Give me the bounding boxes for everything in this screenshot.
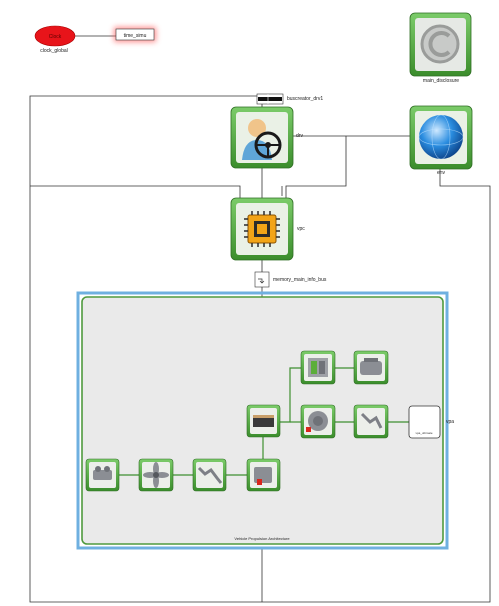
- clock-label: clock_global: [40, 48, 68, 54]
- main-disclosure-block[interactable]: [409, 12, 472, 77]
- engine-icon: [254, 467, 272, 485]
- component-crankshaft[interactable]: [192, 458, 227, 492]
- component-converter[interactable]: [300, 350, 336, 385]
- globe-icon: [418, 114, 464, 160]
- motor-icon: [360, 358, 382, 375]
- time-simu-block[interactable]: time_simu: [114, 27, 156, 42]
- component-battery[interactable]: [246, 404, 281, 438]
- subsystem-internal-lines: [119, 367, 409, 476]
- env-label: env: [437, 170, 446, 176]
- driver-steering-wheel-icon: [242, 119, 282, 160]
- component-gearbox[interactable]: [85, 458, 120, 492]
- bus-creator-block[interactable]: [256, 93, 284, 105]
- vpa-block-caption: vpa_ultimate: [415, 431, 432, 435]
- bus-selector-icon: [258, 278, 265, 284]
- vpc-block[interactable]: [230, 197, 294, 261]
- clock-text: Clock: [49, 34, 62, 40]
- memory-bus-block[interactable]: [254, 271, 270, 288]
- component-fan[interactable]: [138, 458, 174, 492]
- crankshaft-icon: [197, 466, 223, 484]
- gearbox-icon: [93, 466, 112, 480]
- component-generator[interactable]: [300, 404, 336, 439]
- drv-block[interactable]: [230, 106, 294, 169]
- battery-icon: [253, 415, 274, 427]
- component-vpa[interactable]: vpa_ultimate: [408, 405, 441, 439]
- component-motor[interactable]: [353, 350, 389, 385]
- chip-icon: [244, 211, 280, 247]
- converter-icon: [308, 358, 328, 377]
- bus-creator-label: buscreator_drv1: [287, 96, 323, 102]
- memory-bus-label: memory_main_info_bus: [273, 277, 327, 283]
- signal-lines: [29, 35, 491, 603]
- subsystem-caption: Vehicle Propulsion Architecture: [234, 536, 290, 541]
- copyright-icon: [420, 24, 460, 64]
- clock-block[interactable]: Clock: [34, 25, 76, 47]
- drv-label: drv: [296, 133, 303, 139]
- fan-icon: [143, 462, 169, 488]
- component-engine[interactable]: [246, 458, 281, 492]
- component-shaft[interactable]: [353, 404, 389, 439]
- vpa-label: vpa: [446, 419, 454, 425]
- shaft-icon: [360, 412, 383, 429]
- time-simu-label: time_simu: [124, 33, 147, 39]
- env-block[interactable]: [409, 105, 473, 170]
- vpc-label: vpc: [297, 226, 305, 232]
- generator-icon: [306, 411, 328, 432]
- main-disclosure-label: main_disclosure: [423, 78, 459, 84]
